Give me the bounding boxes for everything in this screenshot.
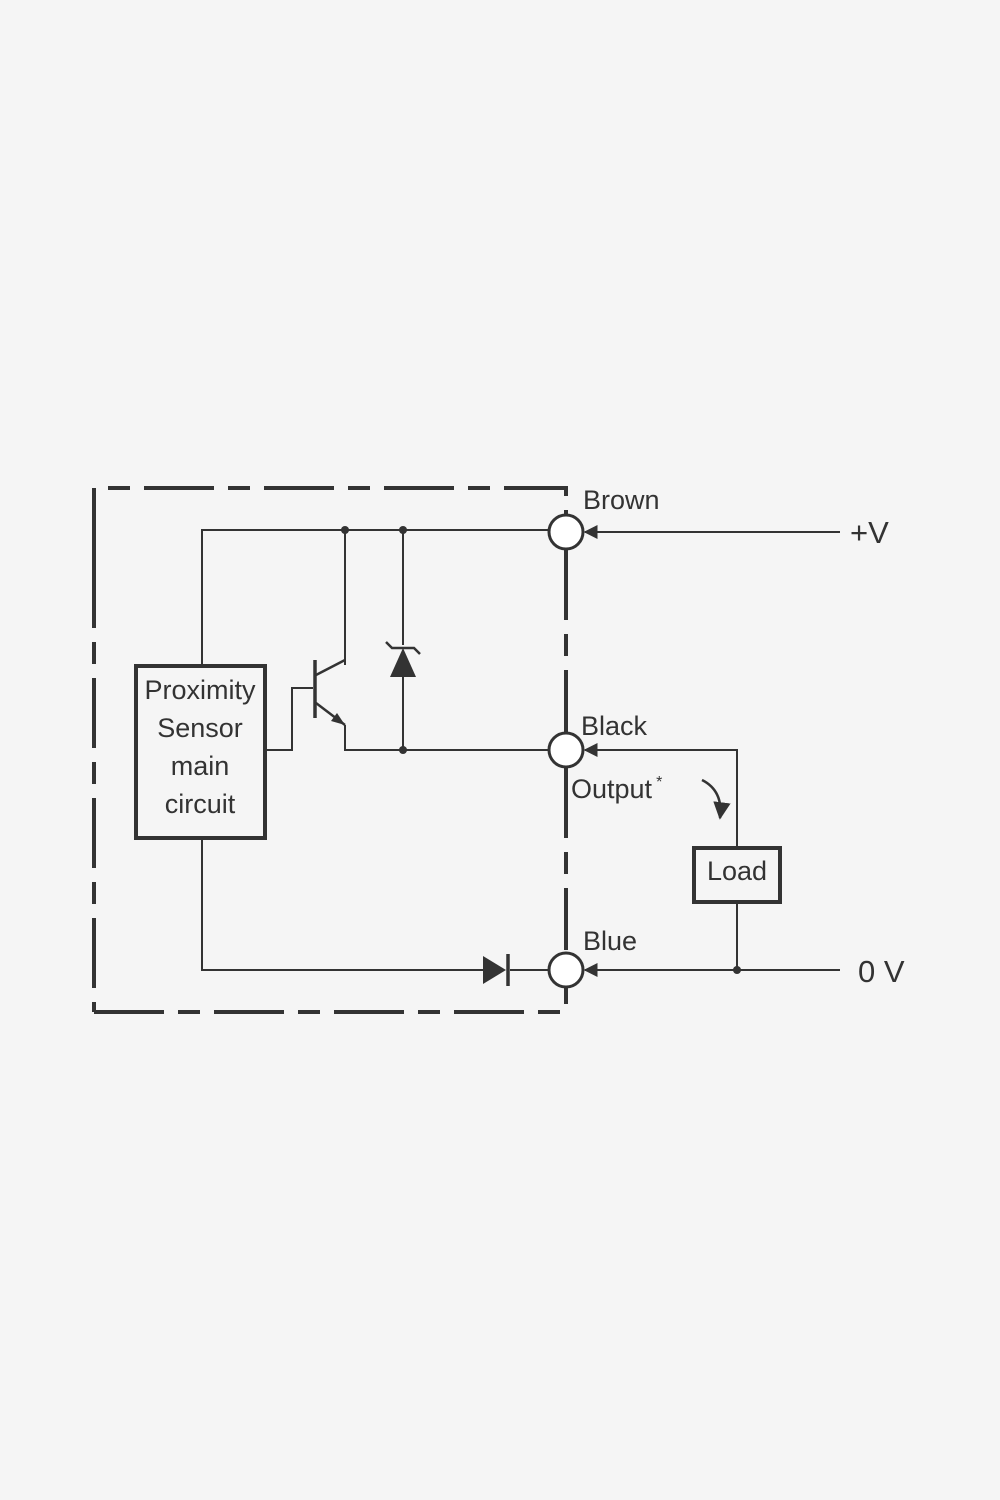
output-text: Output bbox=[571, 774, 653, 804]
transistor-symbol bbox=[313, 658, 346, 726]
zero-voltage-label: 0 V bbox=[858, 954, 905, 989]
main-circuit-line-3: main bbox=[170, 751, 230, 781]
proximity-sensor-main-circuit-box bbox=[134, 664, 267, 840]
transistor-emitter-arrowhead bbox=[331, 713, 345, 725]
terminal-black bbox=[547, 731, 585, 769]
output-footnote-marker: * bbox=[656, 774, 663, 791]
sensor-housing-outline bbox=[92, 486, 568, 1014]
positive-voltage-label: +V bbox=[850, 515, 889, 550]
output-current-arrow bbox=[701, 778, 731, 820]
blue-wire-label: Blue bbox=[583, 926, 638, 956]
load-box bbox=[692, 846, 782, 904]
main-circuit-line-4: circuit bbox=[164, 789, 236, 819]
main-circuit-line-2: Sensor bbox=[157, 713, 243, 743]
brown-wire-label: Brown bbox=[583, 485, 660, 515]
main-circuit-label: Proximity Sensor main circuit bbox=[136, 671, 264, 823]
output-line bbox=[583, 743, 738, 848]
internal-wiring bbox=[201, 529, 548, 971]
diode-symbol bbox=[483, 954, 510, 986]
main-circuit-line-1: Proximity bbox=[144, 675, 256, 705]
output-label: Output* bbox=[571, 774, 662, 805]
black-wire-label: Black bbox=[581, 711, 648, 741]
terminal-brown bbox=[547, 513, 585, 551]
zener-diode-symbol bbox=[385, 641, 421, 677]
terminal-blue bbox=[547, 951, 585, 989]
junction-dots bbox=[341, 526, 741, 974]
load-label: Load bbox=[706, 856, 768, 886]
